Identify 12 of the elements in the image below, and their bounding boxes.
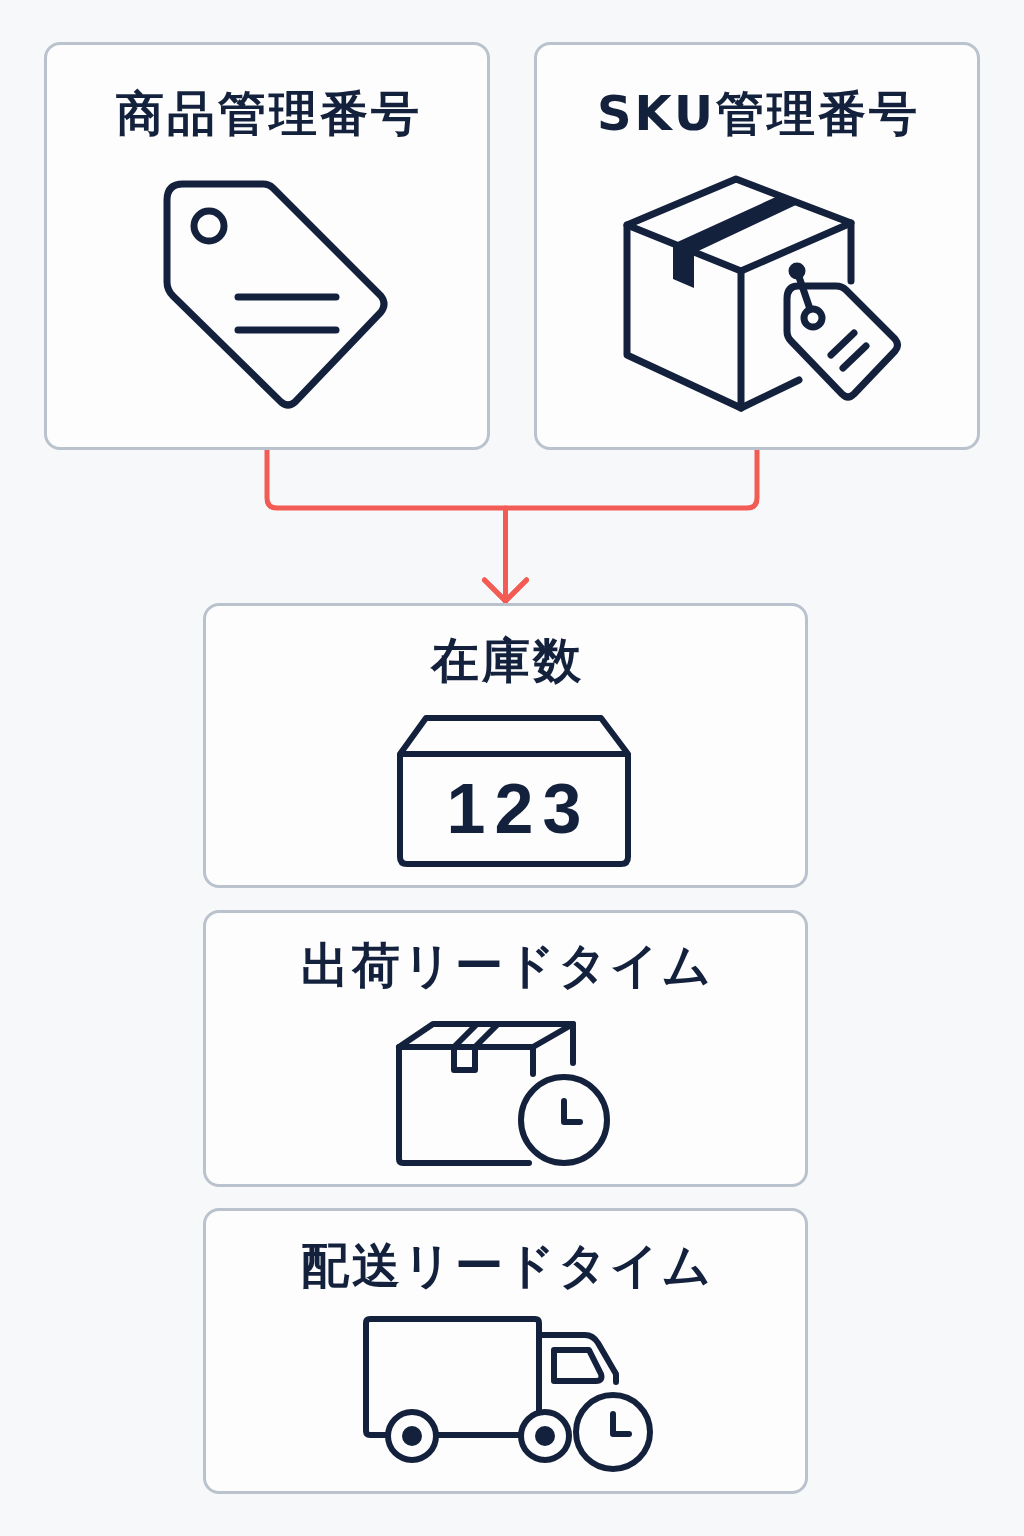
info-card [44, 42, 490, 450]
card-title: 配送リードタイム [299, 1237, 714, 1295]
info-card [203, 910, 808, 1187]
count-number: 123 [445, 774, 591, 844]
card-title: 在庫数 [429, 632, 584, 690]
info-card [203, 1208, 808, 1494]
info-card [534, 42, 980, 450]
inventory-box [396, 714, 632, 868]
card-title: 商品管理番号 [114, 85, 422, 143]
info-card [203, 603, 808, 888]
card-title: SKU管理番号 [596, 85, 920, 143]
card-title: 出荷リードタイム [299, 937, 714, 995]
